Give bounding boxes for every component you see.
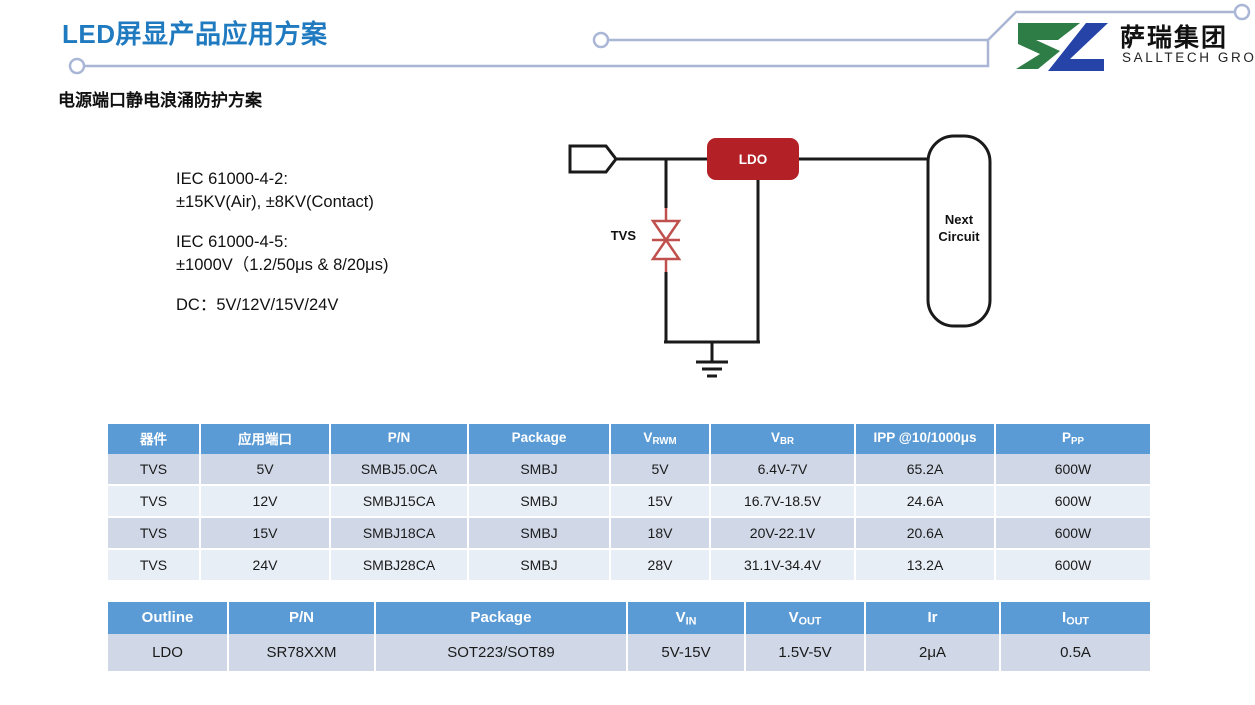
col-header-vrwm: VRWM bbox=[610, 424, 711, 454]
page-title: LED屏显产品应用方案 bbox=[62, 19, 328, 49]
logo-name-en: SALLTECH GROUP bbox=[1122, 50, 1255, 65]
spec-line: IEC 61000-4-2: bbox=[176, 170, 288, 188]
cell-vrwm: 28V bbox=[610, 549, 711, 582]
cell-ir: 2μA bbox=[865, 634, 1001, 673]
table-row: TVS 24V SMBJ28CA SMBJ 28V 31.1V-34.4V 13… bbox=[108, 549, 1150, 582]
cell-pn: SR78XXM bbox=[228, 634, 376, 673]
cell-vbr: 16.7V-18.5V bbox=[710, 485, 856, 518]
cell-ppp: 600W bbox=[995, 485, 1150, 518]
col-header-outline: Outline bbox=[108, 602, 229, 634]
spec-line: ±1000V（1.2/50μs & 8/20μs) bbox=[176, 256, 389, 275]
cell-package: SMBJ bbox=[468, 454, 611, 486]
spec-line: ±15KV(Air), ±8KV(Contact) bbox=[176, 193, 374, 212]
cell-package: SMBJ bbox=[468, 517, 611, 550]
cell-port: 5V bbox=[200, 454, 331, 486]
col-header-pn: P/N bbox=[330, 424, 469, 454]
col-header-package: Package bbox=[468, 424, 611, 454]
cell-pn: SMBJ18CA bbox=[330, 517, 469, 550]
table-row: TVS 15V SMBJ18CA SMBJ 18V 20V-22.1V 20.6… bbox=[108, 517, 1150, 550]
cell-pn: SMBJ15CA bbox=[330, 485, 469, 518]
salltech-logo-mark bbox=[1016, 23, 1108, 71]
col-header-ir: Ir bbox=[865, 602, 1001, 634]
tvs-diode-icon bbox=[650, 208, 682, 274]
ground-icon bbox=[696, 342, 728, 378]
cell-ipp: 13.2A bbox=[855, 549, 996, 582]
tvs-spec-table: 器件 应用端口 P/N Package VRWM VBR IPP @10/100… bbox=[108, 424, 1150, 582]
cell-iout: 0.5A bbox=[1000, 634, 1150, 673]
spec-text-block: IEC 61000-4-2: ±15KV(Air), ±8KV(Contact)… bbox=[176, 168, 388, 317]
col-header-iout: IOUT bbox=[1000, 602, 1150, 634]
cell-ipp: 65.2A bbox=[855, 454, 996, 486]
table-header-row: 器件 应用端口 P/N Package VRWM VBR IPP @10/100… bbox=[108, 424, 1150, 454]
cell-pn: SMBJ28CA bbox=[330, 549, 469, 582]
table-row: LDO SR78XXM SOT223/SOT89 5V-15V 1.5V-5V … bbox=[108, 634, 1150, 673]
spec-line: DC：5V/12V/15V/24V bbox=[176, 295, 339, 314]
col-header-vout: VOUT bbox=[745, 602, 866, 634]
cell-vbr: 20V-22.1V bbox=[710, 517, 856, 550]
cell-vbr: 6.4V-7V bbox=[710, 454, 856, 486]
col-header-pn: P/N bbox=[228, 602, 376, 634]
cell-ipp: 24.6A bbox=[855, 485, 996, 518]
cell-port: 12V bbox=[200, 485, 331, 518]
tvs-label: TVS bbox=[611, 228, 637, 243]
cell-package: SMBJ bbox=[468, 549, 611, 582]
col-header-port: 应用端口 bbox=[200, 424, 331, 454]
logo-name-cn: 萨瑞集团 bbox=[1120, 23, 1229, 52]
cell-ppp: 600W bbox=[995, 517, 1150, 550]
col-header-ppp: PPP bbox=[995, 424, 1150, 454]
spec-group-dc: DC：5V/12V/15V/24V bbox=[176, 294, 388, 317]
next-circuit-label-line1: Next bbox=[945, 212, 974, 227]
spec-group-esd: IEC 61000-4-2: ±15KV(Air), ±8KV(Contact) bbox=[176, 168, 388, 215]
cell-package: SMBJ bbox=[468, 485, 611, 518]
next-circuit-label-line2: Circuit bbox=[938, 229, 980, 244]
cell-vrwm: 5V bbox=[610, 454, 711, 486]
spec-group-surge: IEC 61000-4-5: ±1000V（1.2/50μs & 8/20μs) bbox=[176, 231, 388, 278]
cell-device: TVS bbox=[108, 454, 201, 486]
col-header-vbr: VBR bbox=[710, 424, 856, 454]
spec-line: IEC 61000-4-5: bbox=[176, 232, 288, 251]
cell-ipp: 20.6A bbox=[855, 517, 996, 550]
cell-vrwm: 15V bbox=[610, 485, 711, 518]
cell-device: TVS bbox=[108, 517, 201, 550]
cell-package: SOT223/SOT89 bbox=[375, 634, 628, 673]
cell-port: 15V bbox=[200, 517, 331, 550]
next-circuit-block bbox=[926, 134, 992, 328]
cell-outline: LDO bbox=[108, 634, 229, 673]
cell-vrwm: 18V bbox=[610, 517, 711, 550]
cell-vin: 5V-15V bbox=[627, 634, 746, 673]
ldo-label: LDO bbox=[739, 152, 768, 167]
cell-ppp: 600W bbox=[995, 454, 1150, 486]
cell-ppp: 600W bbox=[995, 549, 1150, 582]
table-header-row: Outline P/N Package VIN VOUT Ir IOUT bbox=[108, 602, 1150, 634]
table-row: TVS 5V SMBJ5.0CA SMBJ 5V 6.4V-7V 65.2A 6… bbox=[108, 454, 1150, 486]
cell-device: TVS bbox=[108, 485, 201, 518]
ldo-spec-table: Outline P/N Package VIN VOUT Ir IOUT LDO… bbox=[108, 602, 1150, 673]
cell-pn: SMBJ5.0CA bbox=[330, 454, 469, 486]
ldo-block bbox=[707, 138, 799, 180]
input-terminal-icon bbox=[568, 144, 618, 174]
cell-vbr: 31.1V-34.4V bbox=[710, 549, 856, 582]
cell-vout: 1.5V-5V bbox=[745, 634, 866, 673]
col-header-vin: VIN bbox=[627, 602, 746, 634]
table-row: TVS 12V SMBJ15CA SMBJ 15V 16.7V-18.5V 24… bbox=[108, 485, 1150, 518]
section-subtitle: 电源端口静电浪涌防护方案 bbox=[58, 91, 262, 110]
company-logo: 萨瑞集团 SALLTECH GROUP bbox=[1014, 18, 1255, 76]
cell-port: 24V bbox=[200, 549, 331, 582]
col-header-package: Package bbox=[375, 602, 628, 634]
col-header-ipp: IPP @10/1000μs bbox=[855, 424, 996, 454]
cell-device: TVS bbox=[108, 549, 201, 582]
col-header-device: 器件 bbox=[108, 424, 201, 454]
circuit-diagram: LDO Next Circuit TVS bbox=[568, 134, 992, 378]
